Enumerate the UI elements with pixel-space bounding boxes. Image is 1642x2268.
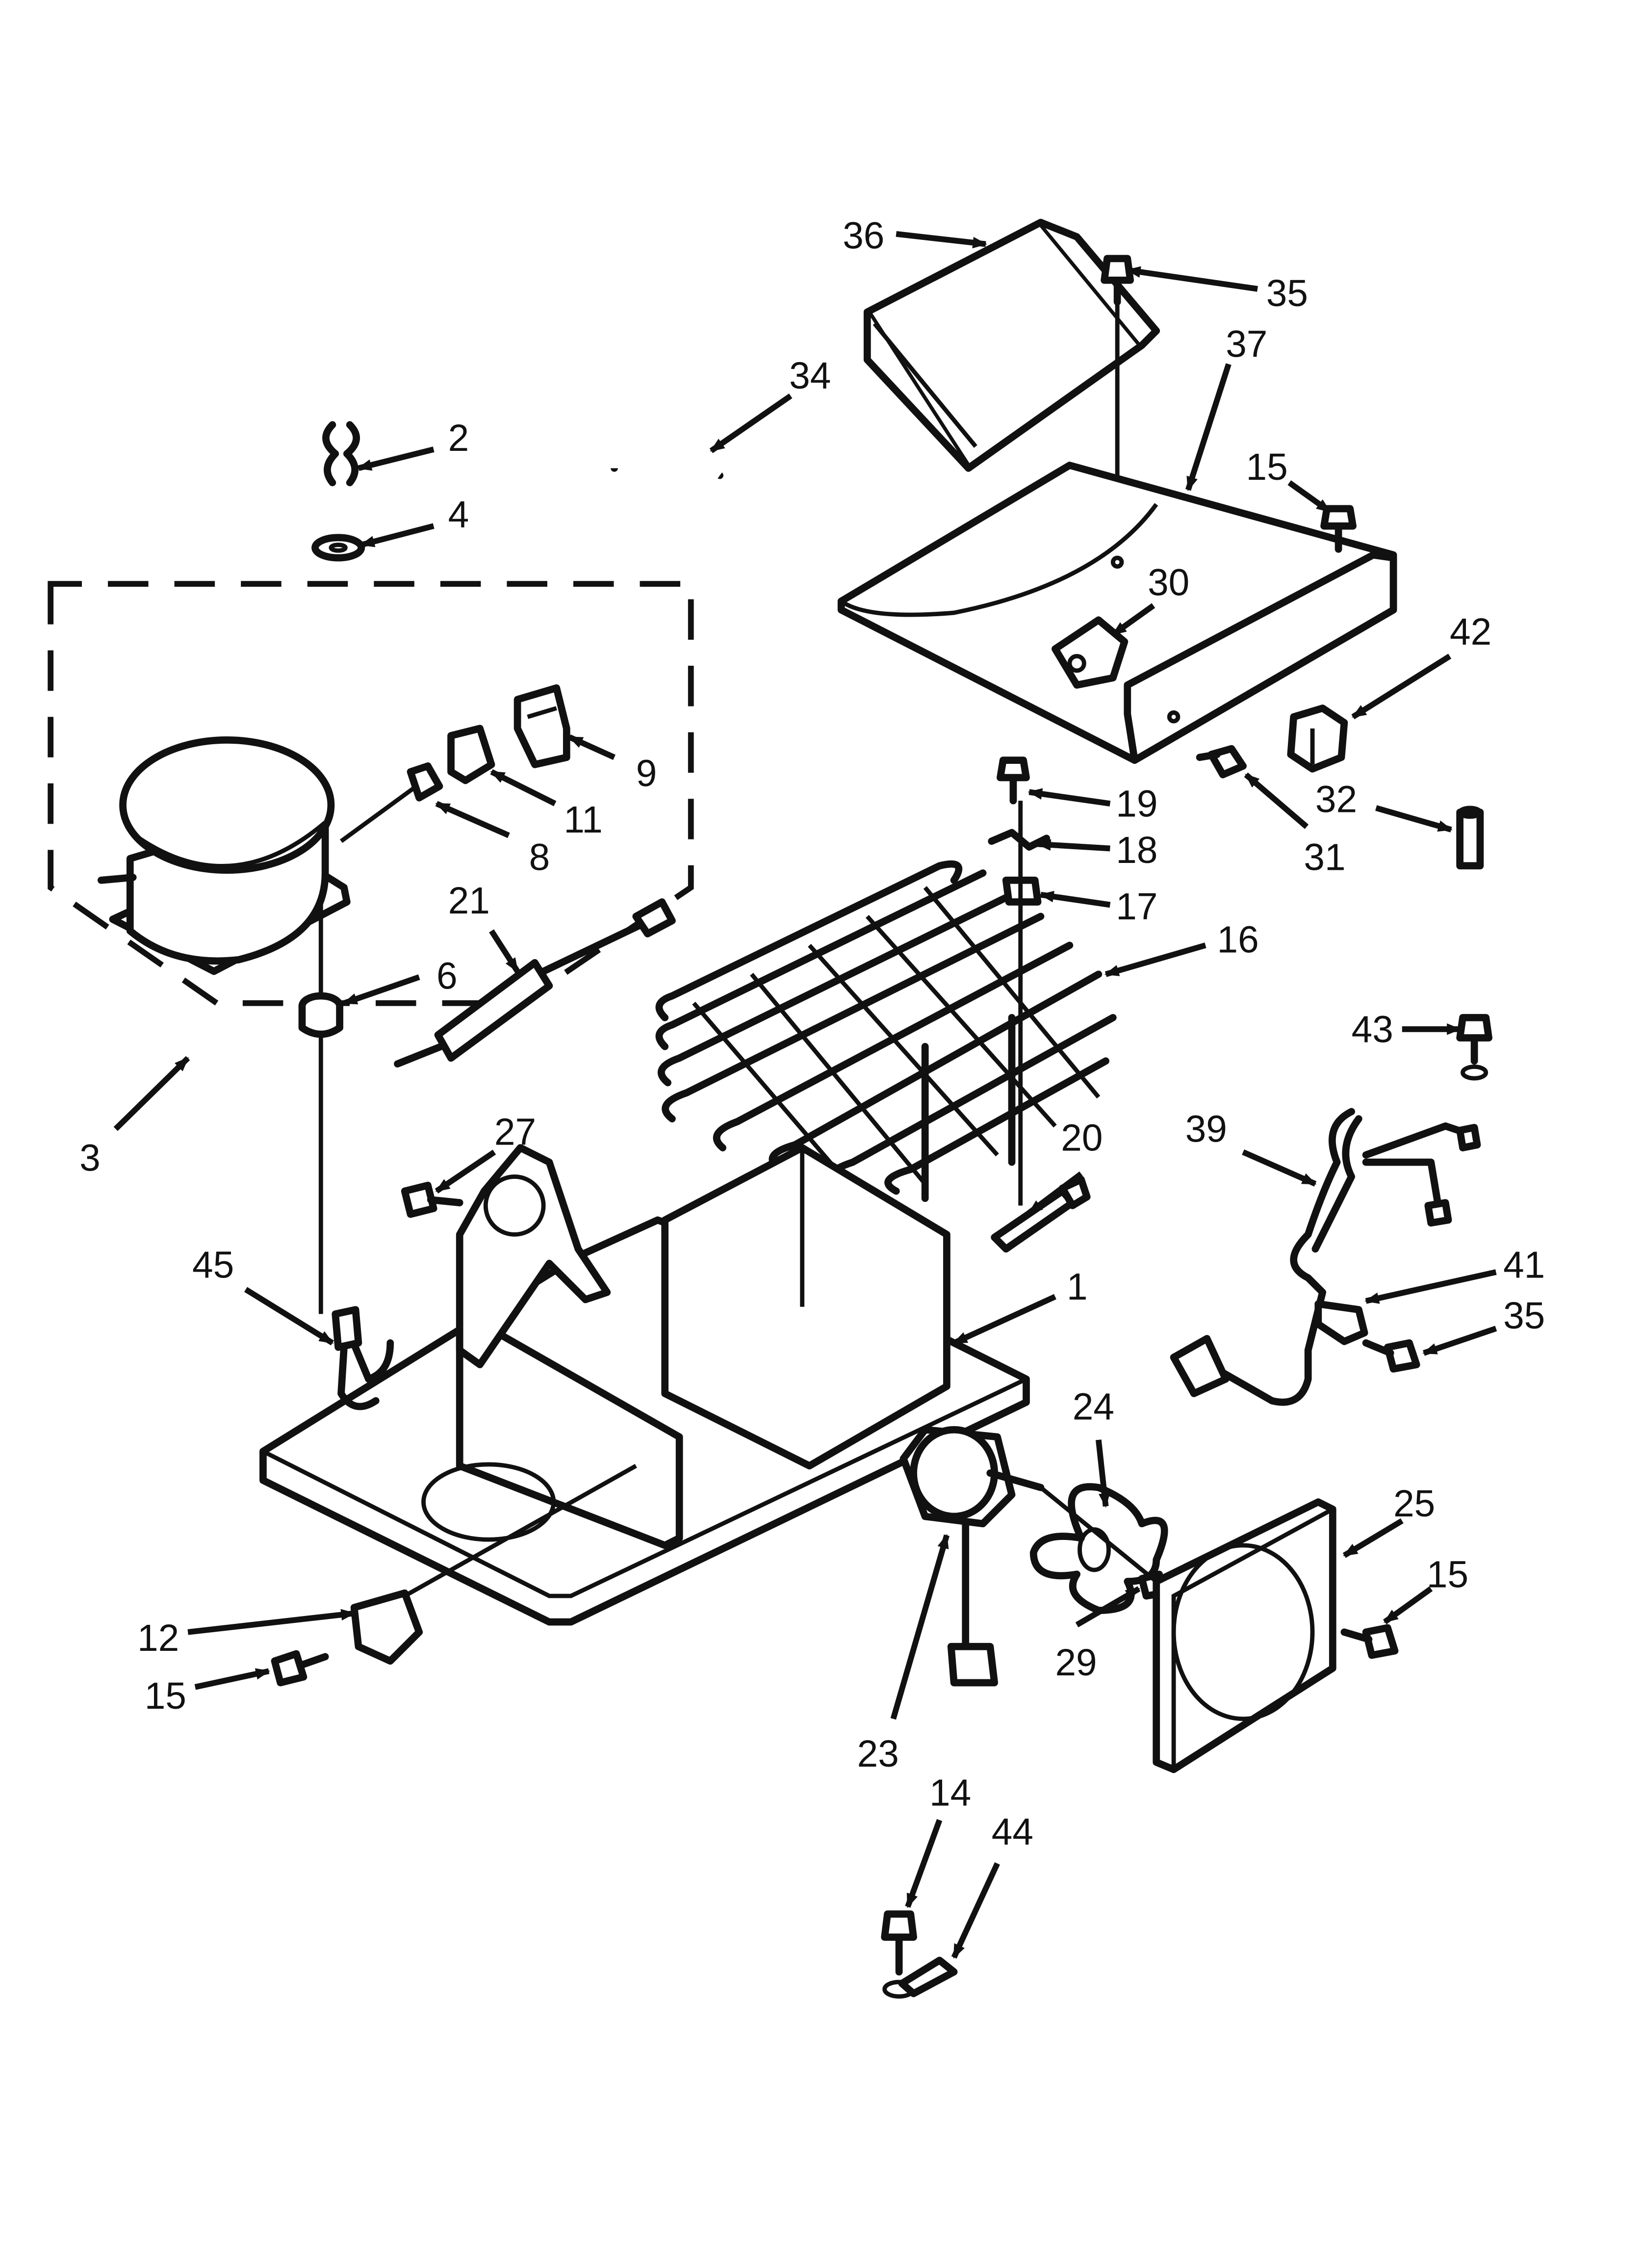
callout-12: 12 (137, 1617, 179, 1659)
callout-42: 42 (1450, 611, 1491, 653)
callout-15-a: 15 (1246, 446, 1287, 488)
callout-29: 29 (1055, 1642, 1097, 1684)
callout-17: 17 (1116, 886, 1157, 928)
part-20-tie (991, 1175, 1091, 1253)
part-30-motor (1052, 616, 1129, 689)
callout-20: 20 (1061, 1117, 1103, 1159)
part-11-overload (447, 725, 495, 784)
callout-19: 19 (1116, 783, 1157, 825)
callout-14: 14 (929, 1772, 971, 1814)
callout-2: 2 (448, 417, 469, 459)
part-16-condenser (655, 860, 1117, 1207)
part-15-screw-c (1340, 1624, 1399, 1659)
part-34-hose (608, 417, 724, 480)
part-37-bracket (837, 462, 1397, 764)
part-23-fan-motor (899, 1426, 1045, 1687)
callout-45: 45 (192, 1245, 234, 1286)
callout-18: 18 (1116, 830, 1157, 871)
part-39-power-cord (1170, 1108, 1481, 1406)
part-41-clamp (1314, 1300, 1368, 1345)
callout-9: 9 (636, 753, 657, 795)
part-45-harness (318, 1032, 394, 1410)
part-12-capacitor (350, 1464, 637, 1665)
callout-36: 36 (843, 215, 884, 257)
callout-16: 16 (1217, 919, 1259, 961)
part-1-base-pan (259, 1144, 1030, 1626)
part-17-block (1002, 801, 1042, 1206)
callout-41: 41 (1503, 1245, 1545, 1286)
callout-31: 31 (1304, 837, 1345, 879)
callout-35-b: 35 (1503, 1295, 1545, 1337)
part-15-screw-b (271, 1650, 329, 1687)
callout-24: 24 (1073, 1386, 1114, 1428)
callout-44: 44 (992, 1811, 1033, 1853)
callout-15-c: 15 (1427, 1554, 1468, 1595)
part-19-screw (997, 756, 1030, 805)
callout-8: 8 (529, 837, 550, 879)
callout-1: 1 (1067, 1266, 1088, 1308)
part-44-strap (898, 1956, 958, 1997)
part-43-screw (1456, 1014, 1492, 1081)
callout-30: 30 (1148, 562, 1189, 604)
part-31-screw (1196, 745, 1247, 779)
callout-3: 3 (79, 1138, 101, 1179)
callout-25: 25 (1393, 1483, 1435, 1525)
callout-39: 39 (1185, 1109, 1227, 1150)
callout-21: 21 (448, 880, 490, 922)
part-15-screw-a (1320, 505, 1357, 553)
callout-27: 27 (494, 1112, 536, 1153)
callout-32: 32 (1315, 779, 1357, 821)
part-42-switch (1287, 704, 1348, 773)
part-24-fan-blade (1029, 1483, 1168, 1614)
callout-23: 23 (857, 1733, 899, 1775)
leader-lines (113, 231, 1497, 1959)
part-36-shroud (863, 218, 1160, 472)
callout-11: 11 (564, 799, 603, 841)
part-4-washer (311, 534, 365, 562)
callout-35-top: 35 (1266, 273, 1308, 314)
callout-37: 37 (1226, 323, 1267, 365)
part-21-drier (394, 898, 676, 1068)
part-27-screw (401, 1181, 463, 1218)
part-35-screw-b (1362, 1339, 1420, 1373)
callout-4: 4 (448, 494, 469, 536)
callout-34: 34 (789, 355, 831, 397)
callout-43: 43 (1352, 1009, 1393, 1050)
callout-labels: 36 35 37 34 2 15 4 30 42 9 11 8 19 18 17… (79, 215, 1545, 1853)
callout-6: 6 (436, 955, 458, 997)
part-25-fan-shroud (1039, 1486, 1336, 1773)
part-9-relay (513, 684, 570, 768)
part-32-pin (1456, 806, 1484, 870)
part-8-cover (339, 762, 443, 843)
part-2-clip (322, 421, 360, 487)
callout-15-b: 15 (145, 1675, 186, 1717)
part-compressor (97, 736, 351, 975)
